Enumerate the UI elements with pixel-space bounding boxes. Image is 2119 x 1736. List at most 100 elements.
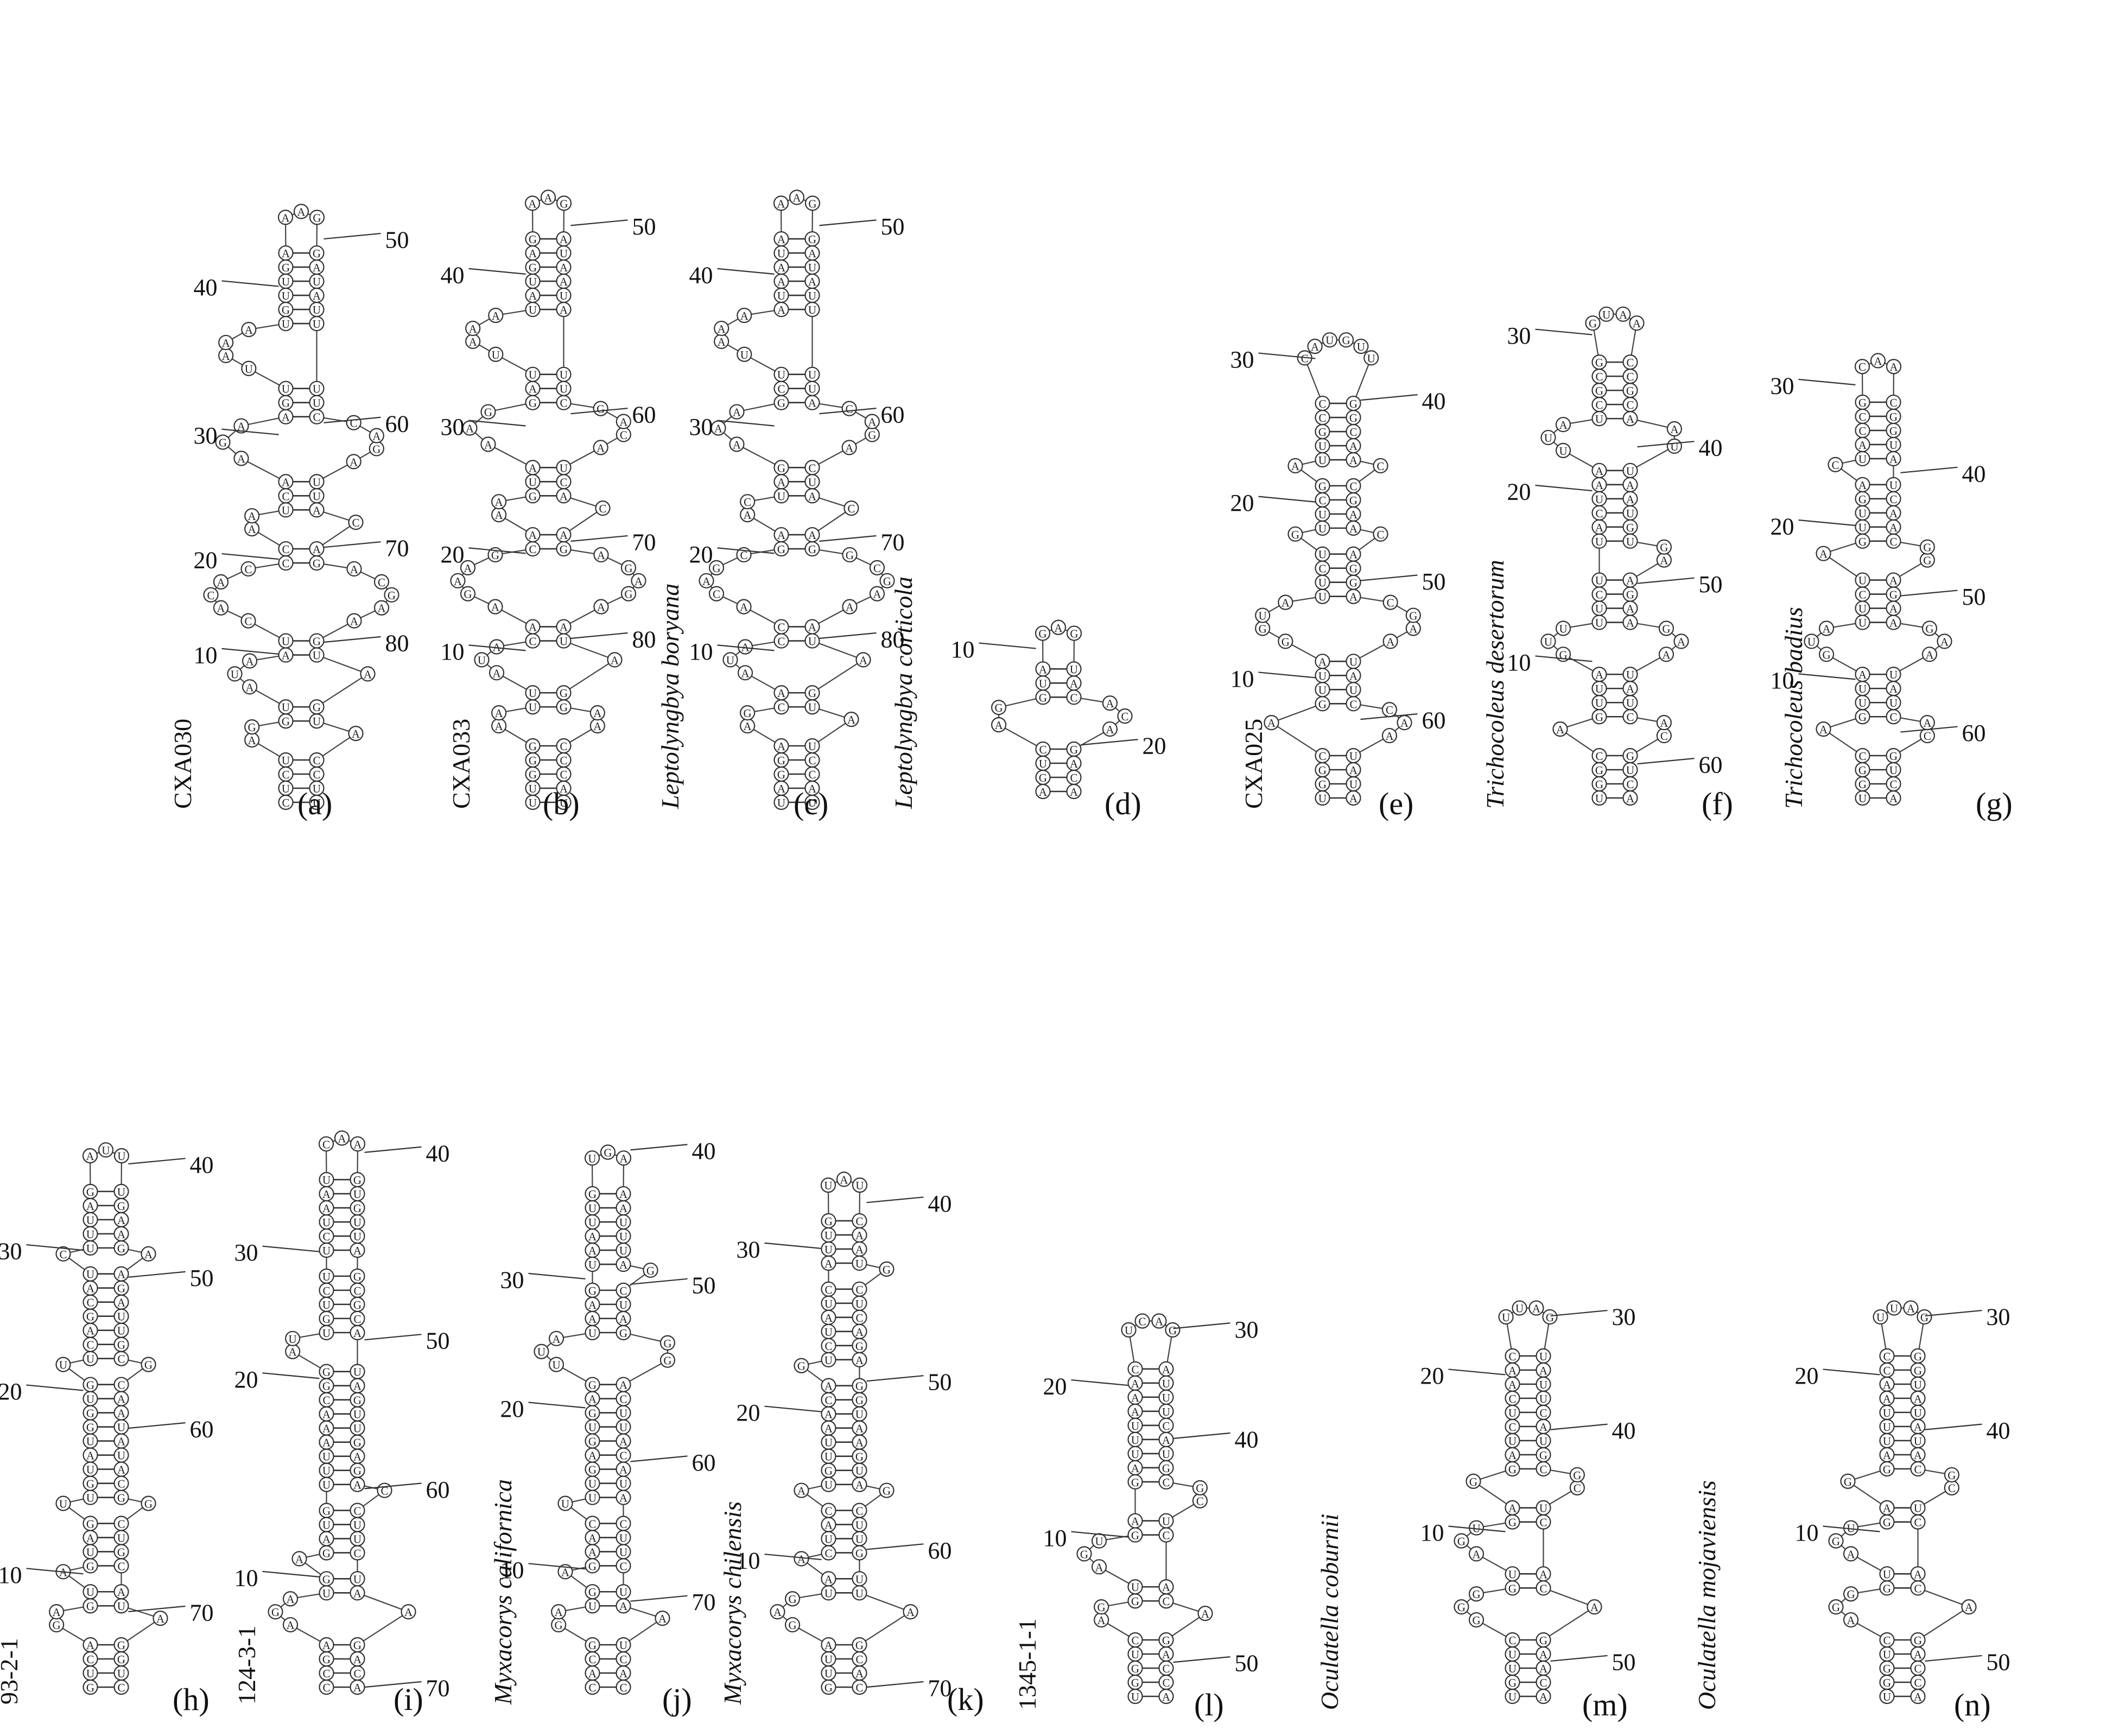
nucleotide: A xyxy=(773,527,789,543)
nucleotide-base: G xyxy=(1409,610,1417,623)
nucleotide: A xyxy=(843,712,859,727)
nucleotide: U xyxy=(350,1214,365,1230)
nucleotide: C xyxy=(616,1651,631,1667)
nucleotide: A xyxy=(1536,1660,1551,1676)
nucleotide-base: A xyxy=(353,1138,362,1151)
nucleotide: A xyxy=(585,1391,600,1406)
nucleotide: G xyxy=(1505,1674,1520,1690)
nucleotide: A xyxy=(1879,1447,1895,1462)
nucleotide: U xyxy=(319,1585,334,1601)
nucleotide: A xyxy=(1505,1362,1520,1378)
nucleotide: A xyxy=(556,259,572,275)
position-number: 50 xyxy=(1235,1650,1259,1677)
nucleotide-base: A xyxy=(824,1380,833,1393)
nucleotide-base: A xyxy=(1155,1315,1164,1328)
nucleotide-base: G xyxy=(1914,1634,1922,1647)
nucleotide-base: U xyxy=(529,275,537,288)
nucleotide-base: A xyxy=(808,275,817,288)
nucleotide: U xyxy=(1879,1433,1895,1448)
position-tick xyxy=(1550,1423,1608,1430)
nucleotide-base: C xyxy=(1831,459,1839,472)
nucleotide-base: G xyxy=(529,261,537,274)
nucleotide: A xyxy=(1879,1390,1895,1406)
strain-label: Oculatella mojaviensis xyxy=(1693,1480,1721,1710)
nucleotide-base: U xyxy=(353,1188,361,1201)
nucleotide-base: C xyxy=(378,576,385,589)
nucleotide-base: A xyxy=(619,1258,628,1271)
nucleotide: G xyxy=(350,1637,365,1653)
position-number: 10 xyxy=(689,638,713,665)
backbone-strand xyxy=(274,1137,410,1687)
nucleotide-base: A xyxy=(1556,723,1565,736)
nucleotide-base: C xyxy=(1539,1463,1547,1476)
nucleotide-base: C xyxy=(322,1394,330,1407)
nucleotide: U xyxy=(1622,667,1638,682)
nucleotide: C xyxy=(240,613,256,629)
nucleotide-base: A xyxy=(1400,717,1409,730)
nucleotide-base: U xyxy=(86,1268,94,1281)
nucleotide-base: U xyxy=(1131,1420,1139,1433)
nucleotide: C xyxy=(346,415,361,430)
nucleotide-base: A xyxy=(552,1333,561,1346)
nucleotide: G xyxy=(83,1679,98,1695)
nucleotide: A xyxy=(491,718,507,734)
position-number: 10 xyxy=(0,1562,22,1588)
nucleotide: G xyxy=(1585,315,1601,331)
nucleotide-base: U xyxy=(1595,493,1603,506)
position-tick xyxy=(630,1144,688,1151)
nucleotide: A xyxy=(113,1461,129,1477)
nucleotide-base: C xyxy=(1318,750,1326,763)
nucleotide-base: C xyxy=(117,1379,125,1392)
nucleotide: C xyxy=(319,1282,334,1298)
nucleotide: G xyxy=(1127,1474,1143,1490)
nucleotide: U xyxy=(804,259,820,275)
nucleotide: A xyxy=(1591,667,1607,682)
nucleotide-base: G xyxy=(86,1407,94,1420)
nucleotide-base: A xyxy=(560,303,568,316)
nucleotide: G xyxy=(1346,409,1361,426)
nucleotide-base: C xyxy=(1626,398,1634,411)
nucleotide-base: C xyxy=(117,1353,125,1366)
nucleotide: U xyxy=(1091,1533,1107,1549)
nucleotide-base: U xyxy=(1502,1311,1510,1324)
nucleotide: A xyxy=(1855,477,1870,492)
nucleotide: G xyxy=(113,1240,129,1256)
nucleotide-base: G xyxy=(353,1394,361,1407)
nucleotide: U xyxy=(319,1171,334,1188)
nucleotide: A xyxy=(83,1530,98,1545)
nucleotide-base: A xyxy=(282,411,290,424)
nucleotide-base: G xyxy=(588,1379,597,1392)
nucleotide-base: U xyxy=(86,1492,94,1505)
nucleotide-base: U xyxy=(560,461,568,474)
nucleotide-base: G xyxy=(353,1174,361,1187)
position-tick xyxy=(1173,1322,1230,1329)
nucleotide-base: U xyxy=(855,1257,864,1270)
nucleotide: A xyxy=(616,1598,631,1614)
nucleotide-base: A xyxy=(744,509,752,522)
nucleotide: A xyxy=(1886,790,1901,806)
nucleotide: U xyxy=(350,1406,365,1422)
nucleotide-base: U xyxy=(1889,439,1898,452)
nucleotide-base: C xyxy=(1131,1363,1139,1376)
nucleotide: C xyxy=(350,1545,365,1561)
nucleotide: G xyxy=(1315,478,1330,493)
nucleotide: G xyxy=(1076,1546,1092,1562)
nucleotide: C xyxy=(773,619,789,635)
nucleotide-base: A xyxy=(86,1531,95,1544)
nucleotide: G xyxy=(113,1336,129,1352)
nucleotide: U xyxy=(616,1296,631,1312)
nucleotide: G xyxy=(1591,709,1607,725)
nucleotide-base: U xyxy=(353,1518,361,1531)
nucleotide: A xyxy=(773,231,789,247)
nucleotide-base: A xyxy=(248,510,257,523)
nucleotide-base: A xyxy=(117,1268,126,1281)
nucleotide: A xyxy=(319,1434,334,1450)
nucleotide: A xyxy=(1843,1612,1859,1628)
nucleotide: A xyxy=(585,1296,600,1312)
nucleotide-base: C xyxy=(244,615,252,628)
nucleotide: C xyxy=(1622,354,1638,370)
nucleotide: A xyxy=(736,599,752,614)
nucleotide: A xyxy=(487,599,503,614)
nucleotide-base: C xyxy=(1131,1634,1139,1647)
nucleotide-circle xyxy=(346,613,362,629)
